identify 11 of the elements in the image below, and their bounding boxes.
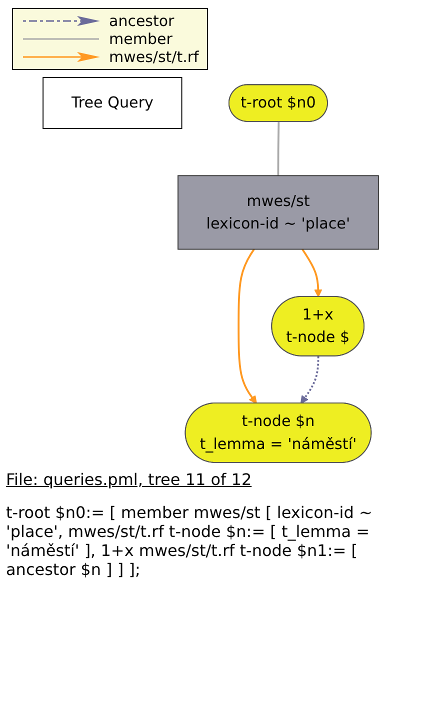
legend-text: member bbox=[109, 30, 172, 48]
arrow bbox=[300, 356, 319, 404]
connector bbox=[277, 122, 280, 176]
node-box: Tree Query bbox=[42, 77, 182, 129]
legend-text: mwes/st/t.rf bbox=[109, 48, 199, 66]
file-caption: File: queries.pml, tree 11 of 12 bbox=[6, 470, 253, 489]
node-box: mwes/st lexicon-id ~ 'place' bbox=[177, 175, 379, 250]
arrow bbox=[237, 248, 257, 404]
arrow bbox=[301, 248, 322, 298]
query-text: t-root $n0:= [ member mwes/st [ lexicon-id ~ 'place', mwes/st/t.rf t-node $n:= [ t_lemma = 'náměstí' ], 1+x mwes/st/t.rf t-node $n1:= [ ancestor $n ] ] ]; bbox=[6, 503, 374, 579]
legend-text: ancestor bbox=[109, 12, 174, 30]
